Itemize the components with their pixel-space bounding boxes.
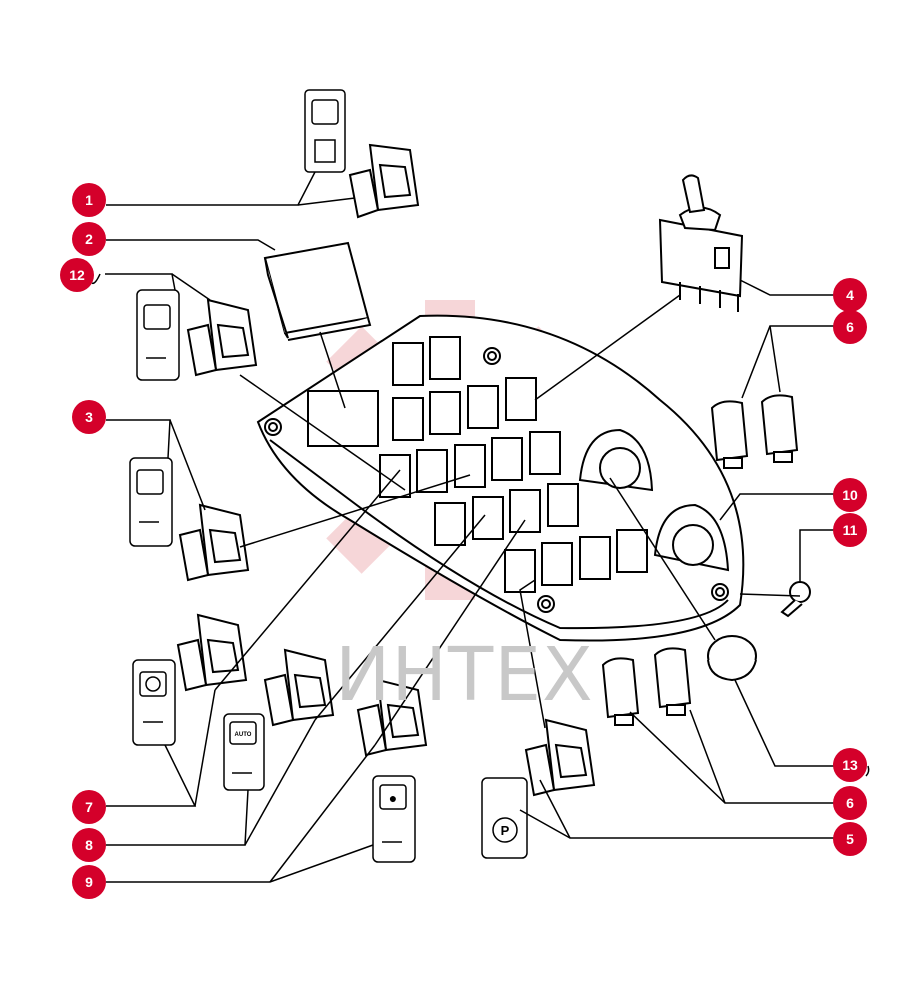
- blank-cover-part: [263, 241, 372, 341]
- callout-1[interactable]: 1: [72, 183, 106, 217]
- callout-3[interactable]: 3: [72, 400, 106, 434]
- callout-8[interactable]: 8: [72, 828, 106, 862]
- callout-11[interactable]: 11: [833, 513, 867, 547]
- card-glyphs: AUTO P ●: [235, 732, 510, 838]
- auto-card-text: AUTO: [235, 732, 252, 738]
- leader-lines: [91, 171, 870, 883]
- symbol-cards: [129, 89, 528, 863]
- callout-12[interactable]: 12: [60, 258, 94, 292]
- callout-2[interactable]: 2: [72, 222, 106, 256]
- toggle-switch-part: [658, 174, 744, 312]
- callout-13[interactable]: 13: [833, 748, 867, 782]
- watermark-text: ИНТЕХ: [335, 632, 594, 718]
- screw-part: [780, 581, 811, 618]
- callout-10[interactable]: 10: [833, 478, 867, 512]
- lens-caps: [601, 394, 799, 726]
- round-cap-part: [707, 635, 757, 682]
- callout-7[interactable]: 7: [72, 790, 106, 824]
- callout-6-top[interactable]: 6: [833, 310, 867, 344]
- parking-card-text: P: [501, 823, 510, 838]
- callout-9[interactable]: 9: [72, 865, 106, 899]
- callout-4[interactable]: 4: [833, 278, 867, 312]
- callout-5[interactable]: 5: [833, 822, 867, 856]
- door-lock-icon: ●: [389, 790, 397, 806]
- callout-6-bottom[interactable]: 6: [833, 786, 867, 820]
